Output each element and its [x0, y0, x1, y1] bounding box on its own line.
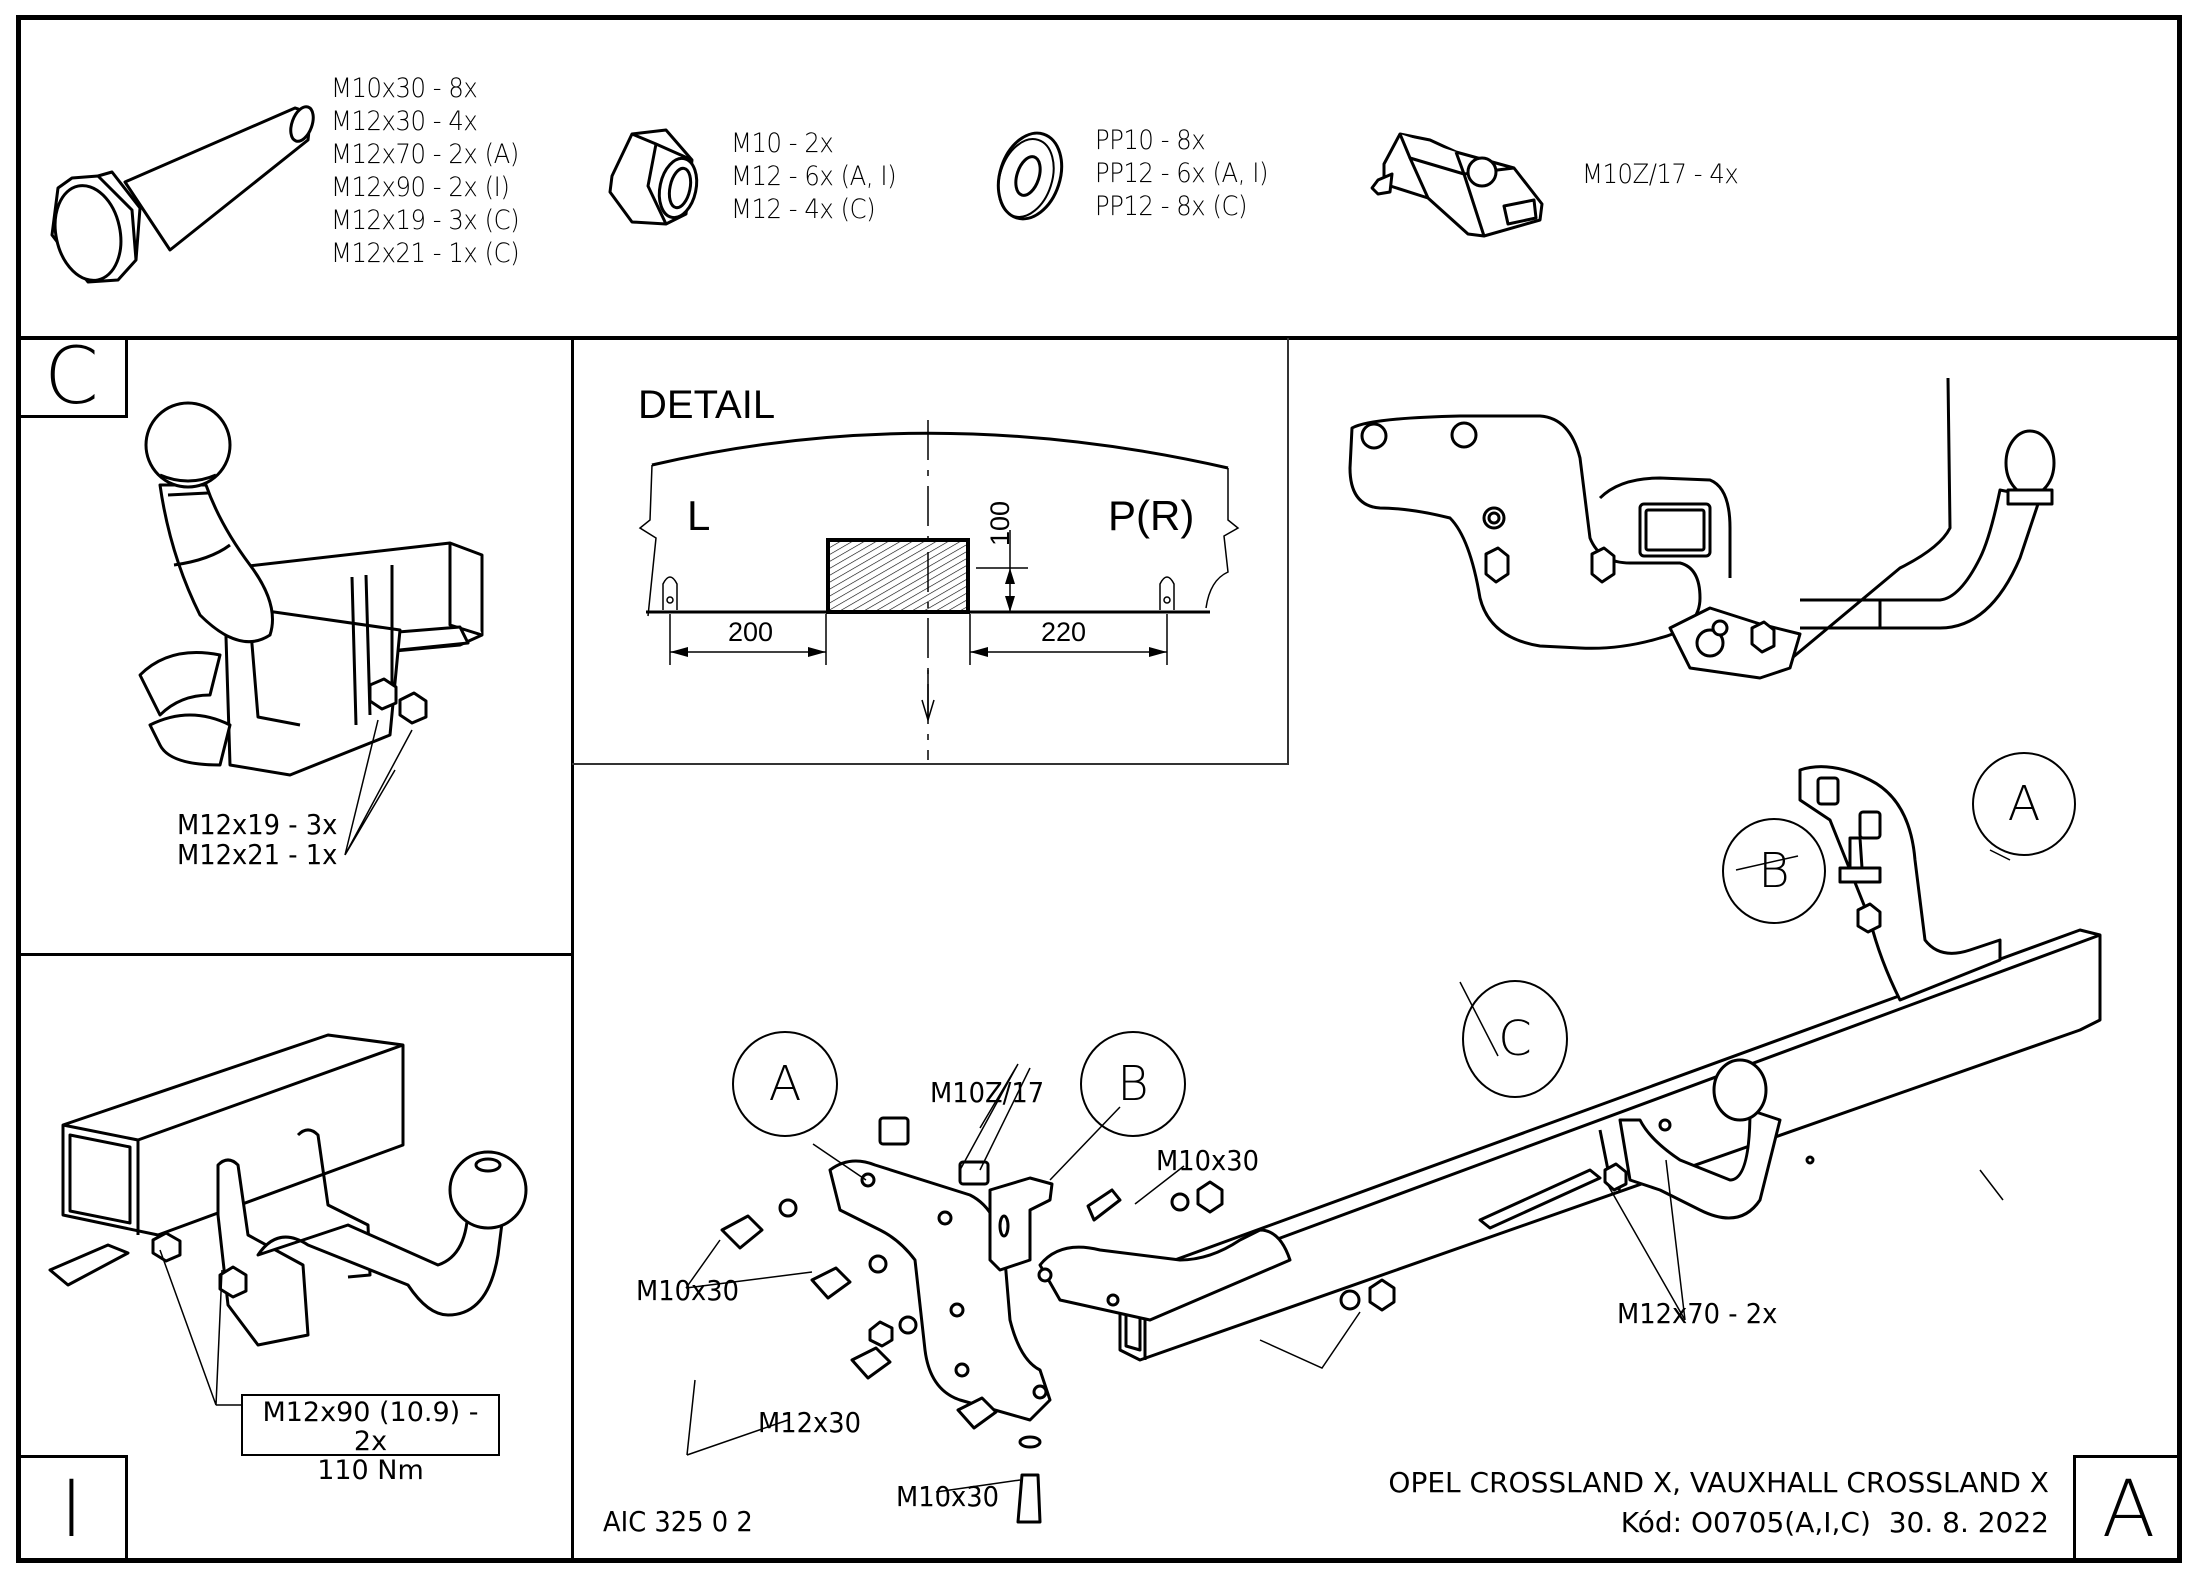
nut-list: M10 - 2x M12 - 6x (A, I) M12 - 4x (C) [731, 127, 897, 226]
detail-right-label: P(R) [1108, 492, 1195, 539]
detail-dim-left: 200 [728, 617, 774, 647]
sheet-letter-box: A [2073, 1455, 2181, 1561]
panel-c-leader-lines [330, 700, 450, 860]
detail-dim-height: 100 [985, 500, 1016, 547]
torque-bolt-spec: M12x90 (10.9) - 2x [262, 1397, 479, 1457]
nut-item: M10 - 2x [731, 128, 834, 159]
callout-circle-b-left: B [1080, 1031, 1186, 1137]
callout-bolt-bottom: M10x30 [896, 1480, 1000, 1513]
callout-bolt-top: M10x30 [1156, 1144, 1260, 1177]
detail-left-label: L [687, 492, 711, 539]
cage-nut-item: M10Z/17 - 4x [1582, 159, 1739, 190]
cage-nut-icon [1364, 128, 1564, 240]
washer-item: PP12 - 6x (A, I) [1095, 158, 1269, 189]
panel-c-callout-m12x21: M12x21 - 1x [177, 838, 338, 871]
bolt-list: M10x30 - 8x M12x30 - 4x M12x70 - 2x (A) … [331, 72, 520, 270]
panel-i-letter-box: I [18, 1455, 128, 1561]
nut-item: M12 - 6x (A, I) [731, 161, 897, 192]
panel-c-letter: C [44, 331, 99, 422]
hex-nut-icon [608, 126, 708, 228]
bolt-item: M12x21 - 1x (C) [331, 238, 520, 269]
callout-circle-a-left: A [732, 1031, 838, 1137]
drawing-code: AIC 325 0 2 [603, 1505, 753, 1538]
drawing-frame [16, 15, 2182, 1563]
washer-item: PP12 - 8x (C) [1095, 191, 1248, 222]
bolt-item: M12x30 - 4x [331, 106, 478, 137]
sheet-letter: A [2101, 1464, 2156, 1555]
callout-cage-nut: M10Z/17 [930, 1076, 1045, 1109]
detail-box [572, 338, 1289, 765]
parts-divider [18, 336, 2180, 340]
callout-bolt-m12x30: M12x30 [758, 1406, 862, 1439]
side-view-drawing [1340, 378, 2120, 678]
bolt-item: M12x90 - 2x (I) [331, 172, 510, 203]
callout-circle-c: C [1462, 980, 1568, 1098]
bolt-item: M10x30 - 8x [331, 73, 478, 104]
torque-value: 110 Nm [317, 1455, 424, 1486]
panel-i-towbar-drawing [48, 1015, 548, 1345]
panel-c-callout-m12x19: M12x19 - 3x [177, 808, 338, 841]
hex-bolt-icon [40, 90, 310, 290]
callout-bolt-m12x70: M12x70 - 2x [1617, 1297, 1778, 1330]
vehicle-name: OPEL CROSSLAND X, VAUXHALL CROSSLAND X [1388, 1466, 2049, 1499]
flat-washer-icon [990, 128, 1070, 224]
panel-i-leader-lines [150, 1230, 250, 1410]
detail-bumper-drawing [630, 420, 1250, 750]
washer-list: PP10 - 8x PP12 - 6x (A, I) PP12 - 8x (C) [1095, 124, 1268, 223]
c-i-divider [18, 953, 572, 956]
cage-nut-list: M10Z/17 - 4x [1582, 158, 1739, 191]
detail-hatched-block [828, 540, 968, 612]
detail-title: DETAIL [638, 383, 776, 427]
bolt-item: M12x19 - 3x (C) [331, 205, 520, 236]
panel-i-letter: I [59, 1464, 83, 1555]
callout-circle-a-right: A [1972, 752, 2076, 856]
assembly-drawing [700, 760, 2120, 1520]
bolt-item: M12x70 - 2x (A) [331, 139, 519, 170]
panel-c-towball-drawing [130, 395, 550, 775]
detail-dim-right: 220 [1041, 617, 1087, 647]
left-column-divider [571, 338, 574, 1560]
title-block-text: OPEL CROSSLAND X, VAUXHALL CROSSLAND X K… [1388, 1463, 2049, 1543]
code-and-date: Kód: O0705(A,I,C) 30. 8. 2022 [1620, 1506, 2049, 1539]
washer-item: PP10 - 8x [1095, 125, 1206, 156]
panel-c-letter-box: C [18, 332, 128, 422]
nut-item: M12 - 4x (C) [731, 194, 876, 225]
callout-bolt-left: M10x30 [636, 1274, 740, 1307]
torque-spec-box: M12x90 (10.9) - 2x 110 Nm [241, 1394, 500, 1485]
callout-circle-b-right: B [1722, 818, 1826, 924]
